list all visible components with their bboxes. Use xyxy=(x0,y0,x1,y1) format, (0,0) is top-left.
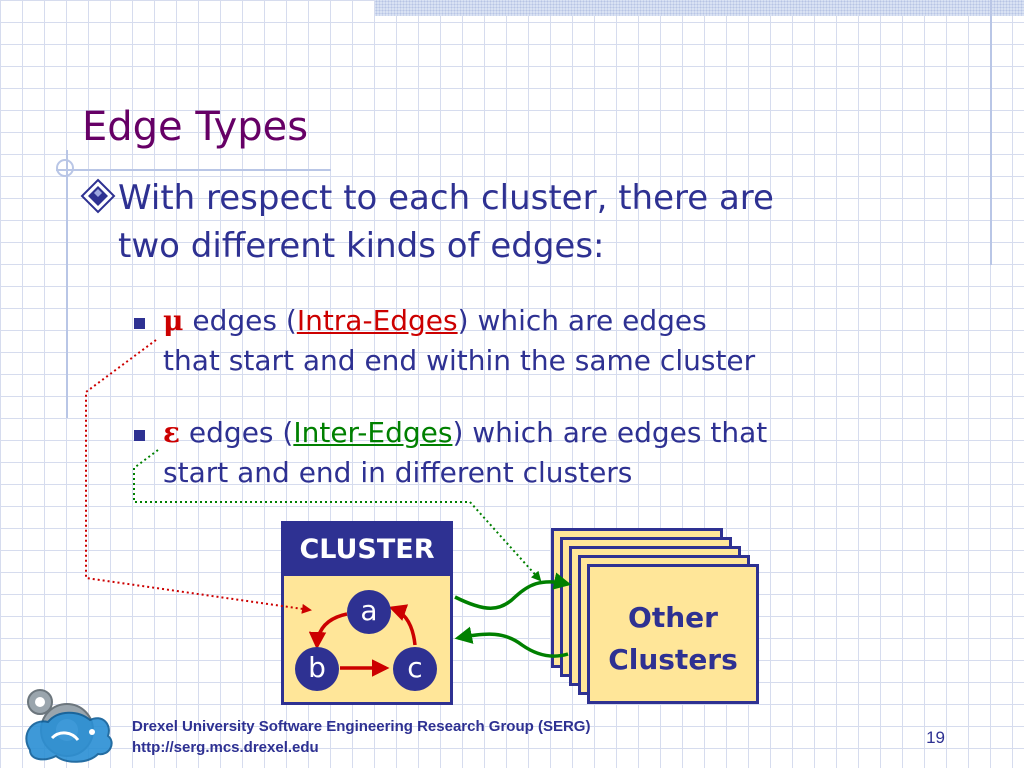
epsilon-symbol: ε xyxy=(163,416,181,449)
bullet-line-1: With respect to each cluster, there are xyxy=(118,178,774,218)
other-cluster-card xyxy=(587,564,759,704)
other-clusters-label: Other Clusters xyxy=(587,597,759,681)
square-bullet-icon xyxy=(134,318,145,329)
bullet-text: With respect to each cluster, there are … xyxy=(118,174,978,270)
node-c: c xyxy=(393,647,437,691)
sub-bullet-text: edges ( xyxy=(180,416,294,449)
bullet-line-2: two different kinds of edges: xyxy=(118,226,605,266)
sub-bullet-text: edges ( xyxy=(183,304,297,337)
node-a: a xyxy=(347,590,391,634)
edge-c-to-a xyxy=(388,604,417,646)
sub-bullet-line-2: start and end in different clusters xyxy=(163,456,633,489)
edge-a-to-b xyxy=(308,612,348,650)
sub-bullet-mu: μ edges (Intra-Edges) which are edges th… xyxy=(163,301,983,381)
decorative-circle xyxy=(56,159,74,177)
decorative-vertical-line-left xyxy=(66,150,68,418)
footer-line-1: Drexel University Software Engineering R… xyxy=(132,718,591,735)
decorative-vertical-line-right xyxy=(990,0,992,265)
inter-connector-line xyxy=(133,449,542,582)
slide-title: Edge Types xyxy=(82,104,309,150)
mu-symbol: μ xyxy=(163,304,184,337)
gear-dragon-logo-icon xyxy=(25,689,113,763)
footer-url[interactable]: http://serg.mcs.drexel.edu xyxy=(132,739,319,756)
title-underline xyxy=(56,169,331,171)
sub-bullet-line-2: that start and end within the same clust… xyxy=(163,344,756,377)
intra-edges-link[interactable]: Intra-Edges xyxy=(296,304,458,337)
footer: Drexel University Software Engineering R… xyxy=(132,716,590,758)
top-decorative-bar xyxy=(375,0,1024,16)
edge-others-to-cluster xyxy=(454,626,569,658)
node-b: b xyxy=(295,647,339,691)
sub-bullet-text: ) which are edges xyxy=(457,304,707,337)
square-bullet-icon xyxy=(134,430,145,441)
intra-connector-line xyxy=(85,339,312,614)
other-clusters-line-1: Other xyxy=(628,601,718,634)
diamond-bullet-icon xyxy=(80,178,116,214)
other-clusters-line-2: Clusters xyxy=(608,643,738,676)
cluster-header: CLUSTER xyxy=(284,524,450,576)
page-number: 19 xyxy=(926,728,945,747)
edge-cluster-to-others xyxy=(454,572,572,610)
sub-bullet-text: ) which are edges that xyxy=(452,416,768,449)
inter-edges-link[interactable]: Inter-Edges xyxy=(293,416,453,449)
sub-bullet-epsilon: ε edges (Inter-Edges) which are edges th… xyxy=(163,413,983,493)
